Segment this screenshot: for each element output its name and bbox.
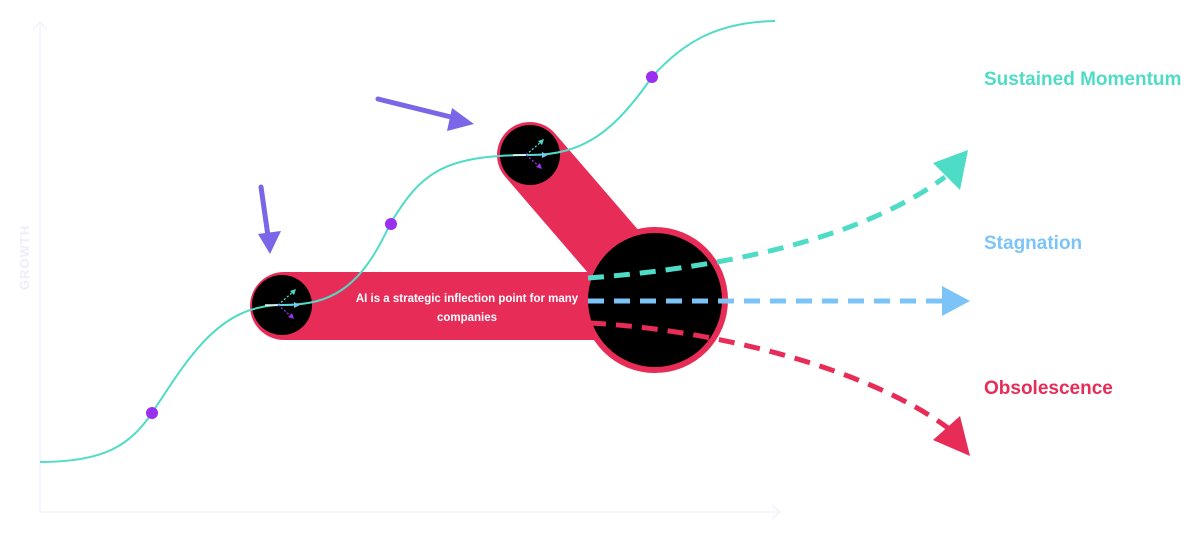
obsolescence-arrowhead xyxy=(933,416,970,456)
horizontal-band xyxy=(250,272,660,340)
inflection-caption: AI is a strategic inflection point for m… xyxy=(355,293,579,324)
outcome-label-sustained-momentum: Sustained Momentum xyxy=(984,69,1182,90)
arrow-right-icon xyxy=(375,96,474,131)
obsolescence-arrow xyxy=(589,320,950,431)
y-axis-label: GROWTH xyxy=(17,224,33,291)
sustained-momentum-arrowhead xyxy=(933,150,968,190)
milestone-dot xyxy=(385,218,397,230)
arrow-down-icon xyxy=(258,184,281,254)
stagnation-arrowhead xyxy=(942,286,970,316)
outcome-label-obsolescence: Obsolescence xyxy=(984,378,1113,399)
milestone-dot xyxy=(146,407,158,419)
pointer-arrows xyxy=(258,96,474,254)
milestone-dots xyxy=(146,71,658,419)
chart-axes xyxy=(32,20,782,520)
inflection-band xyxy=(250,122,728,373)
outcome-arrows xyxy=(587,150,970,456)
sustained-momentum-arrow xyxy=(587,174,947,281)
outcome-label-stagnation: Stagnation xyxy=(984,233,1083,254)
milestone-dot xyxy=(646,71,658,83)
